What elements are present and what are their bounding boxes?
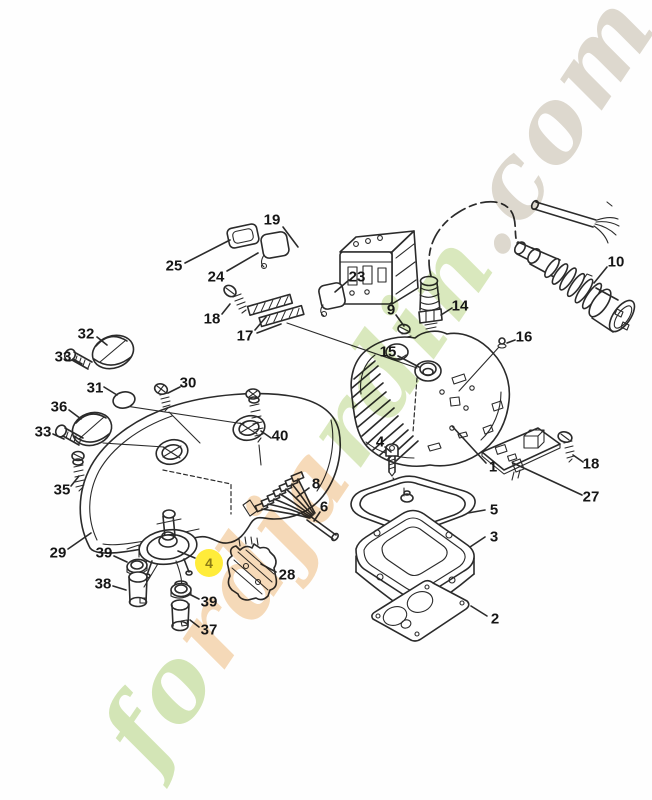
block-part-28 [226,536,278,601]
contactor-part-19 [339,230,419,305]
ring-part-39-left [126,544,148,576]
sleeve-part-38 [128,571,148,608]
power-cord [428,200,519,277]
clip-part-24 [260,231,290,270]
plug-part-10 [513,241,636,333]
cover-part-29 [79,392,342,554]
screw-part-33-top [63,348,93,370]
screw-part-18-right [557,431,575,463]
housing-part-1 [350,330,511,467]
pcb-part-27 [481,427,561,481]
plate-part-25 [226,223,260,249]
base-plate-part-2 [371,579,470,642]
screw-part-35 [71,450,85,492]
screw-part-18-top [223,284,247,314]
cable-piece [530,199,620,244]
sleeve-part-37 [170,599,190,632]
ring-part-39-right [170,580,192,599]
assembly-line-17-to-housing [286,322,418,369]
o-ring-part-31 [112,391,136,409]
screw-part-30 [153,383,171,412]
knob-part-32 [91,334,135,370]
leader-lines [52,226,608,628]
screw-part-16 [458,337,507,392]
harness-part-8 [242,471,340,542]
screw-part-40 [245,388,264,466]
rail-part-17 [246,293,305,328]
